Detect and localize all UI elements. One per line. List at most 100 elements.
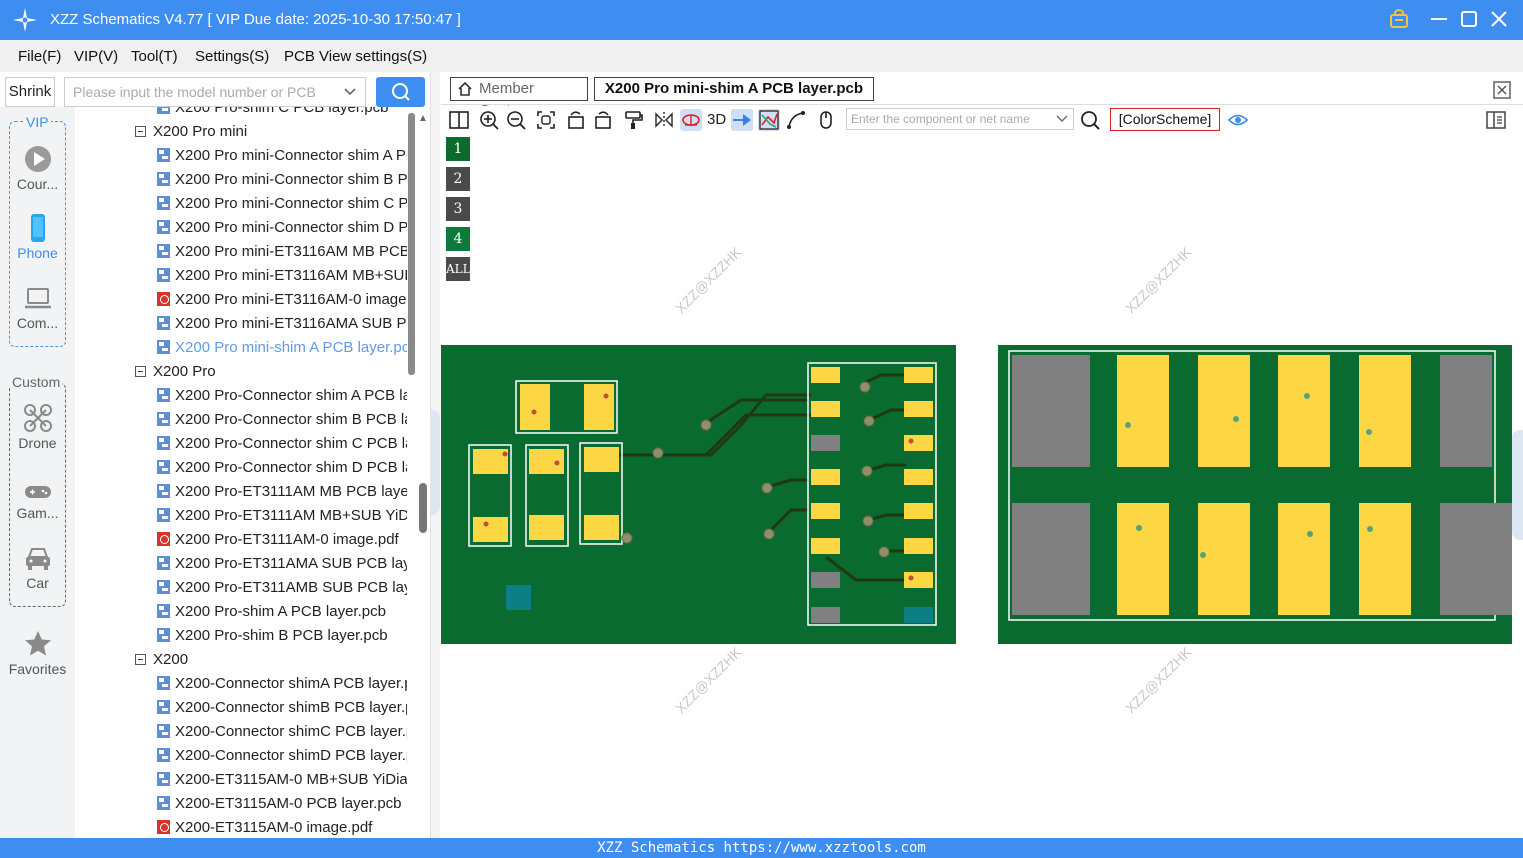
nav-car[interactable]: Car bbox=[0, 545, 75, 591]
tab-active-pcb[interactable]: X200 Pro mini-shim A PCB layer.pcb bbox=[594, 77, 874, 101]
pcb-file-icon bbox=[157, 196, 170, 210]
tree-file[interactable]: X200 Pro mini-ET3116AM-0 image.pdf bbox=[157, 288, 407, 312]
layer-2-button[interactable]: 2 bbox=[446, 167, 470, 191]
mirror-icon[interactable] bbox=[653, 109, 675, 131]
tree-file[interactable]: X200 Pro mini-Connector shim B PCB layer… bbox=[157, 168, 407, 192]
collapse-icon[interactable] bbox=[135, 126, 146, 137]
tree-scrollbar[interactable] bbox=[408, 113, 415, 375]
maximize-icon[interactable] bbox=[1458, 8, 1480, 30]
splitter-handle[interactable] bbox=[430, 410, 440, 515]
tree-file[interactable]: X200 Pro-ET3111AM MB+SUB YiDian.pcb bbox=[157, 504, 407, 528]
model-search-input[interactable]: Please input the model number or PCB bbox=[64, 77, 366, 107]
tree-file[interactable]: X200 Pro-shim A PCB layer.pcb bbox=[157, 600, 407, 624]
nav-games[interactable]: Gam... bbox=[0, 481, 75, 521]
tree-file[interactable]: X200-ET3115AM-0 image.pdf bbox=[157, 816, 407, 838]
component-search-input[interactable]: Enter the component or net name bbox=[846, 108, 1074, 130]
menu-tool[interactable]: Tool(T) bbox=[131, 48, 178, 65]
tree-file[interactable]: X200 Pro-ET311AMB SUB PCB layer.pcb bbox=[157, 576, 407, 600]
tree-file[interactable]: X200-ET3115AM-0 MB+SUB YiDian.pcb bbox=[157, 768, 407, 792]
tree-file[interactable]: X200 Pro-shim C PCB layer.pcb bbox=[157, 107, 407, 120]
tree-file-selected[interactable]: X200 Pro mini-shim A PCB layer.pcb bbox=[157, 336, 407, 360]
rotate-left-icon[interactable] bbox=[565, 109, 587, 131]
measure-icon[interactable] bbox=[785, 109, 807, 131]
pcb-file-icon bbox=[157, 724, 170, 738]
vip-group-label: VIP bbox=[24, 114, 51, 130]
3d-view-button[interactable]: 3D bbox=[707, 111, 727, 128]
search-button[interactable] bbox=[376, 77, 425, 107]
collapse-icon[interactable] bbox=[135, 366, 146, 377]
tree-file[interactable]: X200 Pro-ET311AMA SUB PCB layer.pcb bbox=[157, 552, 407, 576]
tree-file[interactable]: X200-Connector shimB PCB layer.pcb bbox=[157, 696, 407, 720]
tree-file[interactable]: X200 Pro-ET3111AM-0 image.pdf bbox=[157, 528, 407, 552]
tab-member-center[interactable]: Member Center bbox=[450, 77, 588, 119]
eye-icon[interactable] bbox=[1227, 109, 1249, 131]
vip-bag-icon[interactable] bbox=[1388, 8, 1410, 30]
tree-folder-x200-pro[interactable]: X200 Pro bbox=[135, 360, 420, 384]
layer-4-button[interactable]: 4 bbox=[446, 227, 470, 251]
split-view-icon[interactable] bbox=[448, 109, 470, 131]
menu-pcb-view-settings[interactable]: PCB View settings(S) bbox=[284, 48, 428, 65]
close-tab-icon[interactable] bbox=[1493, 81, 1511, 99]
tree-file[interactable]: X200 Pro-shim B PCB layer.pcb bbox=[157, 624, 407, 648]
watermark: XZZ@XZZHK bbox=[1122, 243, 1195, 317]
scroll-up-icon[interactable]: ▲ bbox=[418, 113, 428, 124]
nav-phone[interactable]: Phone bbox=[0, 213, 75, 261]
pdf-file-icon bbox=[157, 532, 170, 546]
tree-file[interactable]: X200 Pro mini-ET3116AM MB PCB layer.pcb bbox=[157, 240, 407, 264]
minimize-icon[interactable] bbox=[1428, 8, 1450, 30]
component-search-icon[interactable] bbox=[1079, 109, 1101, 131]
pcb-board-left[interactable] bbox=[441, 345, 956, 644]
drone-icon bbox=[23, 404, 52, 432]
menu-settings[interactable]: Settings(S) bbox=[195, 48, 270, 65]
nav-favorites[interactable]: Favorites bbox=[0, 629, 75, 677]
tree-file[interactable]: X200 Pro mini-ET3116AM MB+SUB YiDian.pcb bbox=[157, 264, 407, 288]
trace-arrow-icon[interactable] bbox=[731, 109, 753, 131]
pcb-file-icon bbox=[157, 628, 170, 642]
menu-file[interactable]: File(F) bbox=[18, 48, 62, 65]
zoom-in-icon[interactable] bbox=[478, 109, 500, 131]
color-scheme-button[interactable]: [ColorScheme] bbox=[1110, 108, 1220, 131]
layer-1-button[interactable]: 1 bbox=[446, 137, 470, 161]
chevron-down-icon[interactable] bbox=[343, 86, 357, 98]
tree-file[interactable]: X200-Connector shimA PCB layer.pcb bbox=[157, 672, 407, 696]
side-panel-icon[interactable] bbox=[1485, 109, 1507, 131]
menu-vip[interactable]: VIP(V) bbox=[74, 48, 119, 65]
splitter-scroll-thumb[interactable] bbox=[419, 483, 427, 533]
close-icon[interactable] bbox=[1488, 8, 1510, 30]
tree-file[interactable]: X200 Pro mini-Connector shim C PCB layer… bbox=[157, 192, 407, 216]
nav-drone[interactable]: Drone bbox=[0, 403, 75, 451]
mouse-icon[interactable] bbox=[815, 109, 837, 131]
shrink-button[interactable]: Shrink bbox=[5, 77, 55, 107]
rotate-right-icon[interactable] bbox=[592, 109, 614, 131]
tree-file[interactable]: X200-Connector shimD PCB layer.pcb bbox=[157, 744, 407, 768]
layer-all-button[interactable]: ALL bbox=[446, 257, 471, 281]
nav-computer[interactable]: Com... bbox=[0, 285, 75, 331]
pcb-board-right[interactable] bbox=[998, 345, 1512, 644]
tree-file[interactable]: X200 Pro-Connector shim D PCB layer.pcb bbox=[157, 456, 407, 480]
nav-courses[interactable]: Cour... bbox=[0, 144, 75, 192]
layer-3-button[interactable]: 3 bbox=[446, 197, 470, 221]
collapse-icon[interactable] bbox=[135, 654, 146, 665]
right-panel-handle[interactable] bbox=[1512, 430, 1523, 540]
fit-view-icon[interactable] bbox=[535, 109, 557, 131]
zoom-out-icon[interactable] bbox=[505, 109, 527, 131]
tree-folder-x200[interactable]: X200 bbox=[135, 648, 420, 672]
pcb-file-icon bbox=[157, 388, 170, 402]
net-map-icon[interactable] bbox=[758, 109, 780, 131]
tree-file[interactable]: X200 Pro-Connector shim A PCB layer.pcb bbox=[157, 384, 407, 408]
highlight-net-icon[interactable] bbox=[680, 109, 702, 131]
tree-file[interactable]: X200-ET3115AM-0 PCB layer.pcb bbox=[157, 792, 407, 816]
paint-roller-icon[interactable] bbox=[623, 109, 645, 131]
tree-file[interactable]: X200 Pro mini-Connector shim A PCB layer… bbox=[157, 144, 407, 168]
tree-file[interactable]: X200 Pro-ET3111AM MB PCB layer.pcb bbox=[157, 480, 407, 504]
tree-file[interactable]: X200 Pro-Connector shim B PCB layer.pcb bbox=[157, 408, 407, 432]
tree-file[interactable]: X200 Pro-Connector shim C PCB layer.pcb bbox=[157, 432, 407, 456]
search-placeholder: Please input the model number or PCB bbox=[73, 84, 316, 100]
pcb-file-icon bbox=[157, 460, 170, 474]
tree-folder-x200-pro-mini[interactable]: X200 Pro mini bbox=[135, 120, 420, 144]
chevron-down-icon[interactable] bbox=[1056, 114, 1068, 124]
tree-file[interactable]: X200 Pro mini-Connector shim D PCB layer… bbox=[157, 216, 407, 240]
tree-file[interactable]: X200 Pro mini-ET3116AMA SUB PCB layer.pc… bbox=[157, 312, 407, 336]
tree-file[interactable]: X200-Connector shimC PCB layer.pcb bbox=[157, 720, 407, 744]
pcb-file-icon bbox=[157, 220, 170, 234]
